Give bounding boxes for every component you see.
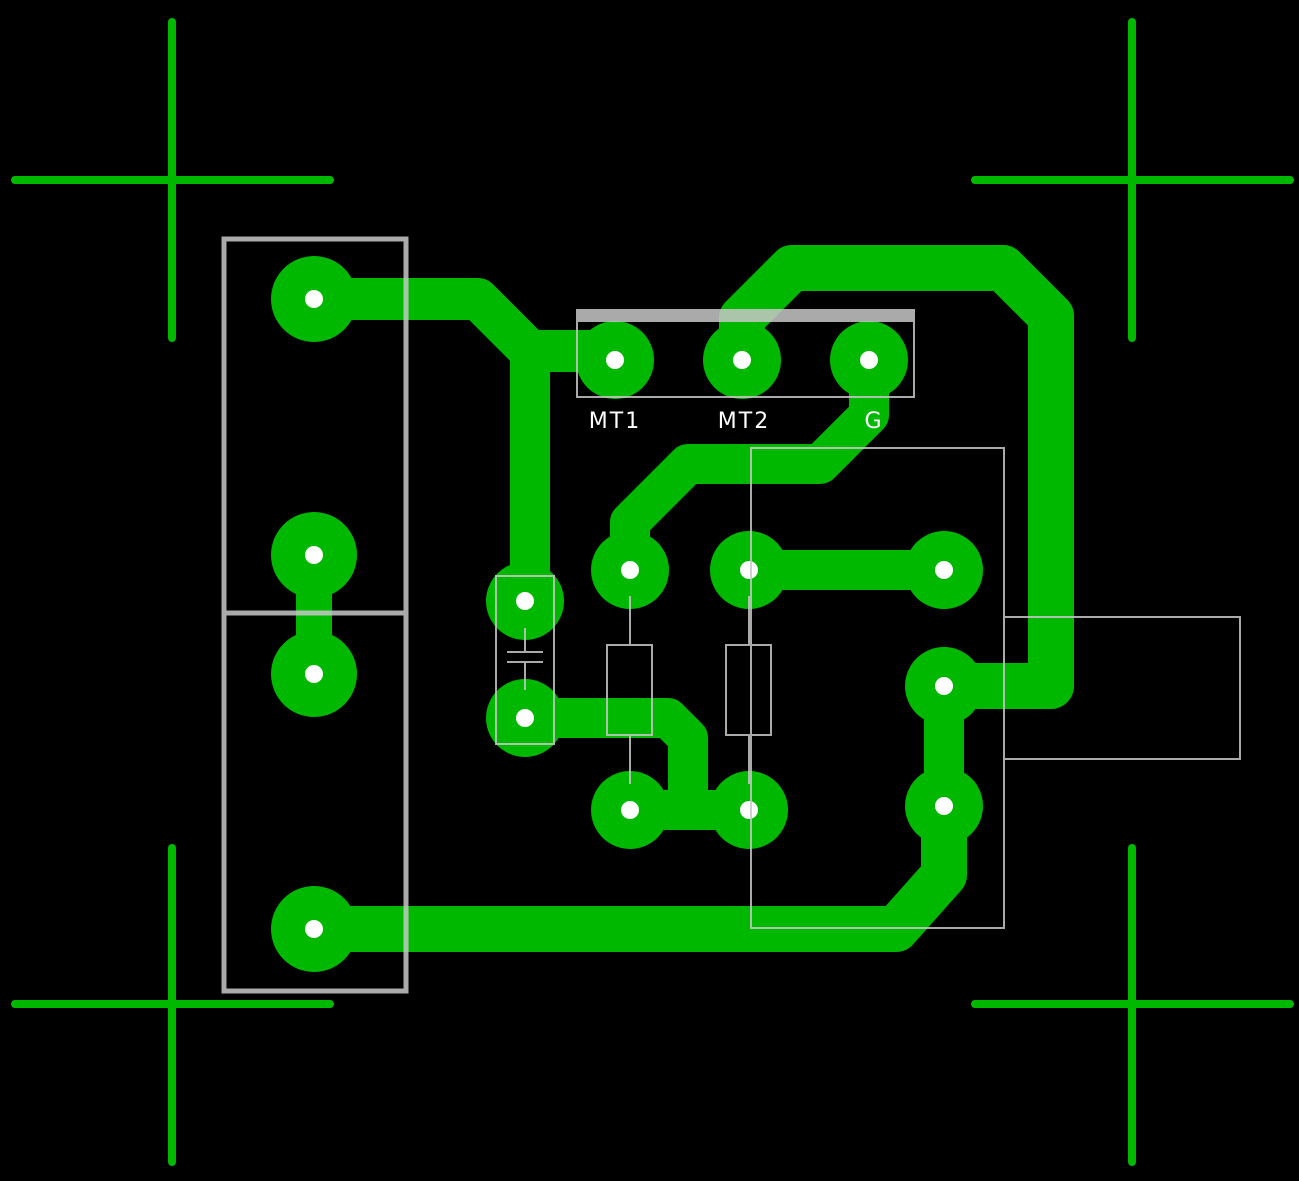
drill-hole: [305, 920, 323, 938]
fiducial-top-right: [971, 18, 1294, 342]
fiducial-bottom-left: [11, 844, 334, 1166]
drill-hole: [621, 561, 639, 579]
drill-hole: [516, 709, 534, 727]
pin-labels: MT1 MT2 G: [589, 409, 883, 434]
drill-hole: [621, 801, 639, 819]
terminal-block-outline: [221, 236, 409, 994]
silkscreen-layer: [221, 236, 1241, 994]
trace-terminal-to-mt1: [293, 278, 636, 372]
drill-holes: [305, 290, 953, 938]
drill-hole: [733, 351, 751, 369]
label-g: G: [864, 409, 883, 434]
trace-gate-to-resistor: [610, 331, 889, 590]
triac-outline: [576, 309, 915, 398]
fiducial-top-left: [11, 18, 334, 342]
drill-hole: [740, 561, 758, 579]
drill-hole: [935, 561, 953, 579]
resistor-1-outline: [606, 596, 653, 784]
capacitor-outline: [495, 575, 555, 745]
drill-hole: [606, 351, 624, 369]
drill-hole: [935, 677, 953, 695]
drill-hole: [305, 290, 323, 308]
drill-hole: [860, 351, 878, 369]
tab-outline: [1003, 616, 1241, 760]
fiducial-marks: [11, 18, 1294, 1166]
drill-hole: [740, 801, 758, 819]
drill-hole: [305, 546, 323, 564]
fiducial-bottom-right: [971, 844, 1294, 1166]
drill-hole: [935, 797, 953, 815]
drill-hole: [305, 665, 323, 683]
copper-pads: [271, 256, 983, 972]
label-mt2: MT2: [718, 409, 770, 434]
resistor-2-outline: [725, 596, 772, 784]
label-mt1: MT1: [589, 409, 641, 434]
drill-hole: [516, 592, 534, 610]
